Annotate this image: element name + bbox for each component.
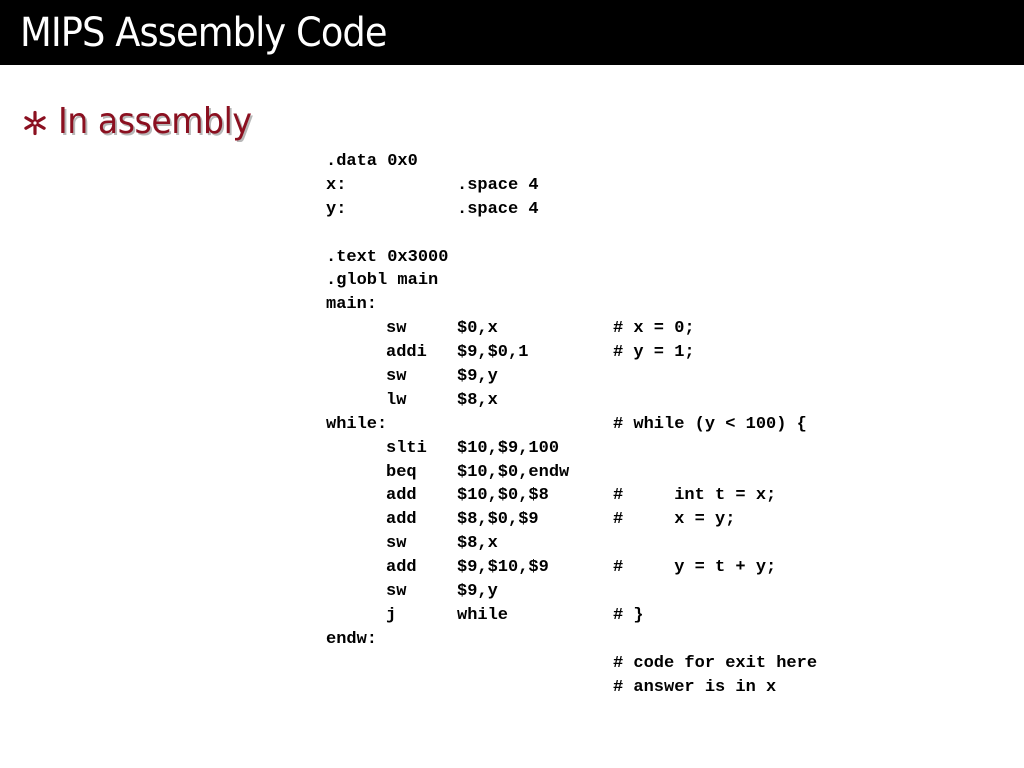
code-opcode: lw xyxy=(386,390,407,410)
code-operands: $8,x xyxy=(457,390,498,410)
code-label: y: xyxy=(326,199,347,219)
code-operands: $10,$0,endw xyxy=(457,462,570,482)
code-comment: # answer is in x xyxy=(613,677,777,697)
code-operands: $0,x xyxy=(457,319,498,339)
code-opcode: sw xyxy=(386,534,407,554)
code-opcode: sw xyxy=(386,319,407,339)
code-operands: $9,$10,$9 xyxy=(457,558,549,578)
code-opcode: sw xyxy=(386,582,407,602)
code-label: .text 0x3000 xyxy=(326,247,449,267)
code-operands: $9,y xyxy=(457,367,498,387)
code-label: while: xyxy=(326,414,388,434)
code-operands: while xyxy=(457,605,509,625)
code-operands: $9,y xyxy=(457,582,498,602)
code-operands: $10,$9,100 xyxy=(457,438,560,458)
code-operands: $8,x xyxy=(457,534,498,554)
code-label: .globl main xyxy=(326,271,439,291)
code-operands: .space 4 xyxy=(457,199,539,219)
code-comment: # code for exit here xyxy=(613,653,818,673)
code-opcode: slti xyxy=(386,438,427,458)
code-operands: $9,$0,1 xyxy=(457,343,529,363)
code-label: endw: xyxy=(326,629,378,649)
code-opcode: add xyxy=(386,510,417,530)
code-comment: # } xyxy=(613,605,644,625)
code-label: x: xyxy=(326,175,347,195)
title-bar: MIPS Assembly Code xyxy=(0,0,1024,65)
code-comment: # y = 1; xyxy=(613,343,695,363)
code-opcode: sw xyxy=(386,367,407,387)
code-comment: # x = y; xyxy=(613,510,736,530)
code-comment: # int t = x; xyxy=(613,486,777,506)
asterisk-bullet-icon xyxy=(22,110,48,136)
code-operands: .space 4 xyxy=(457,175,539,195)
code-opcode: j xyxy=(386,605,397,625)
bullet-item: In assembly xyxy=(22,98,268,146)
code-label: main: xyxy=(326,295,378,315)
slide-title: MIPS Assembly Code xyxy=(20,10,387,56)
bullet-text: In assembly xyxy=(58,101,252,142)
code-operands: $10,$0,$8 xyxy=(457,486,549,506)
code-label: .data 0x0 xyxy=(326,152,418,171)
code-operands: $8,$0,$9 xyxy=(457,510,539,530)
code-comment: # x = 0; xyxy=(613,319,695,339)
code-comment: # while (y < 100) { xyxy=(613,414,807,434)
code-comment: # y = t + y; xyxy=(613,558,777,578)
code-opcode: add xyxy=(386,558,417,578)
code-opcode: beq xyxy=(386,462,417,482)
code-opcode: addi xyxy=(386,343,427,363)
code-opcode: add xyxy=(386,486,417,506)
